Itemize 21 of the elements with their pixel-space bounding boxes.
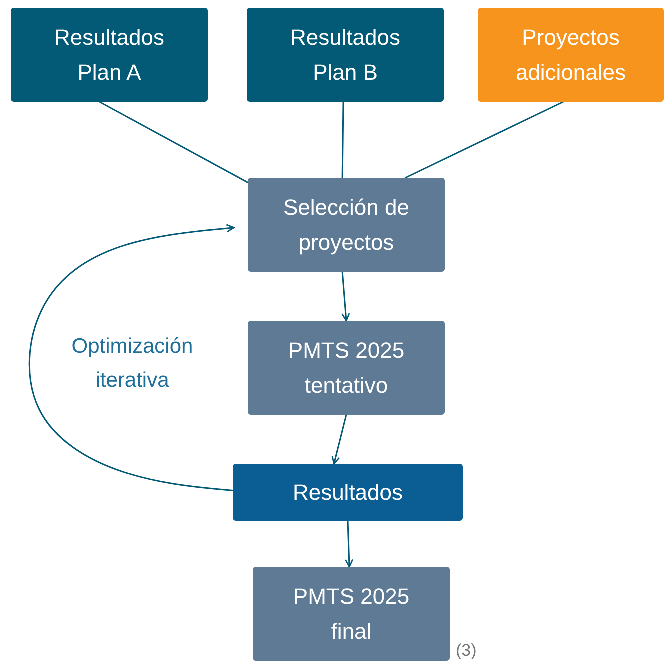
arrow <box>342 272 350 322</box>
box-label: Proyectos adicionales <box>514 24 628 87</box>
arrow <box>28 224 235 492</box>
box-label: PMTS 2025 final <box>293 582 410 646</box>
process-box <box>233 464 463 521</box>
connector-line <box>405 101 564 179</box>
box-label: Resultados <box>292 478 404 507</box>
box-label: PMTS 2025 tentativo <box>287 336 406 400</box>
connector-line <box>99 101 248 184</box>
box-label: Selección de proyectos <box>282 194 410 257</box>
process-box <box>247 8 444 102</box>
footnote-mark: (3) <box>456 640 477 661</box>
arrow <box>345 520 354 568</box>
box-label: Resultados Plan A <box>53 24 166 87</box>
process-box <box>248 321 445 415</box>
process-box <box>478 8 664 102</box>
process-box <box>248 178 445 272</box>
process-box <box>11 8 208 102</box>
connector-line <box>342 102 344 178</box>
arrow <box>332 414 348 465</box>
box-label: Resultados Plan B <box>289 24 402 87</box>
